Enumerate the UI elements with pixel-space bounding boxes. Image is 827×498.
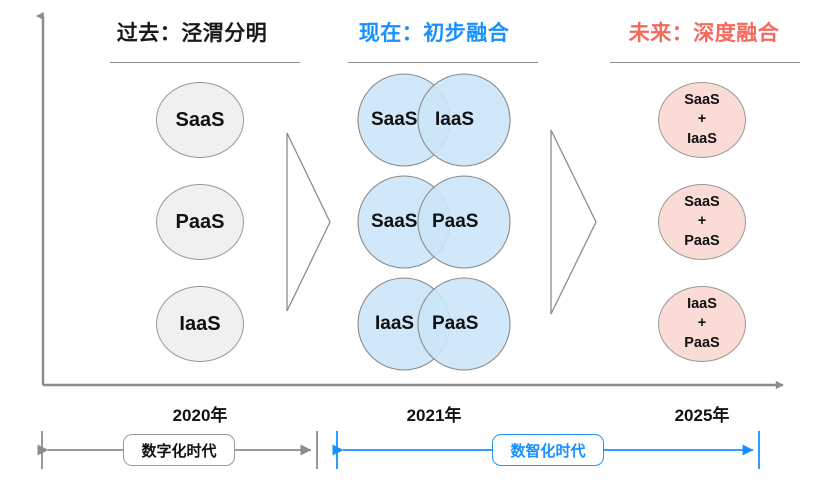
future-circle-iaas-paas: IaaS + PaaS [658,286,746,362]
year-label-2021: 2021年 [406,406,462,425]
venn-label-iaas-1: IaaS [435,109,475,130]
venn-group-saas-paas [357,175,511,269]
arrow-past-to-now [286,132,331,312]
column-header-future-rule [610,62,800,63]
venn-label-saas-1: SaaS [371,109,418,130]
year-label-2025: 2025年 [674,406,730,425]
era-box-digital: 数字化时代 [123,434,235,466]
column-header-now-rule [348,62,538,63]
future-circle-3-line2: + [697,315,707,332]
column-header-future: 未来：深度融合 [628,22,780,45]
future-circle-1-line2: + [697,111,707,128]
past-circle-paas-label: PaaS [175,210,225,233]
year-label-2020: 2020年 [172,406,228,425]
past-circle-saas-label: SaaS [175,108,225,131]
past-circle-iaas-label: IaaS [179,312,221,335]
venn-label-paas-3: PaaS [432,313,479,334]
future-circle-3-line3: PaaS [684,334,720,351]
future-circle-1-line3: IaaS [687,130,717,147]
venn-group-saas-iaas [357,73,511,167]
era-box-digital-intelligence-label: 数智化时代 [510,442,586,460]
future-circle-3-line1: IaaS [687,296,717,313]
future-circle-2-line3: PaaS [684,232,720,249]
venn-label-iaas-3: IaaS [375,313,415,334]
column-header-past: 过去：泾渭分明 [116,22,268,45]
venn-label-paas-2: PaaS [432,211,479,232]
venn-label-saas-2: SaaS [371,211,418,232]
future-circle-2-line1: SaaS [684,194,720,211]
column-header-now: 现在：初步融合 [358,22,510,45]
era-box-digital-intelligence: 数智化时代 [492,434,604,466]
future-circle-1-line1: SaaS [684,92,720,109]
past-circle-saas: SaaS [156,82,244,158]
arrow-now-to-future [550,129,597,315]
venn-group-iaas-paas [357,277,511,371]
past-circle-paas: PaaS [156,184,244,260]
future-circle-2-line2: + [697,213,707,230]
era-box-digital-label: 数字化时代 [141,442,217,460]
column-header-past-rule [110,62,300,63]
future-circle-saas-iaas: SaaS + IaaS [658,82,746,158]
past-circle-iaas: IaaS [156,286,244,362]
future-circle-saas-paas: SaaS + PaaS [658,184,746,260]
